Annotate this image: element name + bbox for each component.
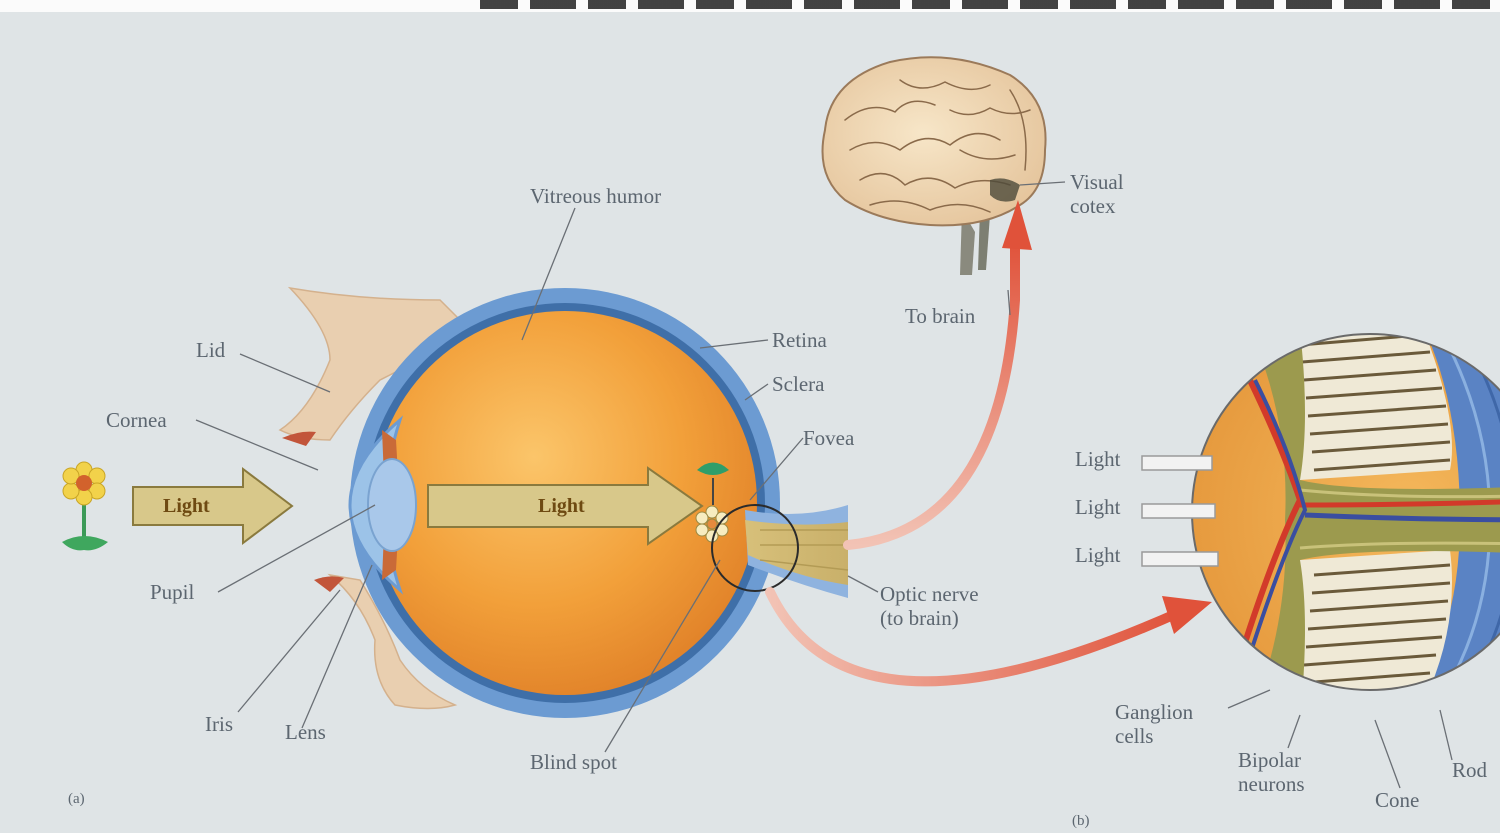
panel-label-a: (a) [68, 792, 85, 807]
label-sclera: Sclera [772, 374, 824, 395]
label-blind-spot: Blind spot [530, 752, 617, 773]
flower-icon [62, 462, 108, 550]
label-bipolar-neurons: Bipolar neurons [1238, 748, 1305, 796]
label-vitreous-humor: Vitreous humor [530, 186, 661, 207]
label-light-in-3: Light [1075, 545, 1121, 566]
label-visual-cortex: Visual cotex [1070, 170, 1124, 218]
label-optic-nerve: Optic nerve (to brain) [880, 582, 979, 630]
label-to-brain: To brain [905, 306, 975, 327]
label-rod: Rod [1452, 760, 1487, 781]
light-arrow-outside [133, 469, 292, 543]
label-light-in-2: Light [1075, 497, 1121, 518]
label-iris: Iris [205, 714, 233, 735]
arrow-to-brain [848, 240, 1015, 545]
label-lid: Lid [196, 340, 225, 361]
lens [368, 459, 416, 551]
label-retina: Retina [772, 330, 827, 351]
label-light-in-1: Light [1075, 449, 1121, 470]
arrow-to-detail-head [1162, 596, 1212, 634]
panel-label-b: (b) [1072, 814, 1090, 829]
label-ganglion-cells: Ganglion cells [1115, 700, 1193, 748]
label-lens: Lens [285, 722, 326, 743]
label-cornea: Cornea [106, 410, 167, 431]
label-pupil: Pupil [150, 582, 194, 603]
label-fovea: Fovea [803, 428, 854, 449]
label-light-inside: Light [538, 496, 585, 516]
retina-detail [1190, 320, 1500, 720]
label-light-outside: Light [163, 496, 210, 516]
label-cone: Cone [1375, 790, 1419, 811]
